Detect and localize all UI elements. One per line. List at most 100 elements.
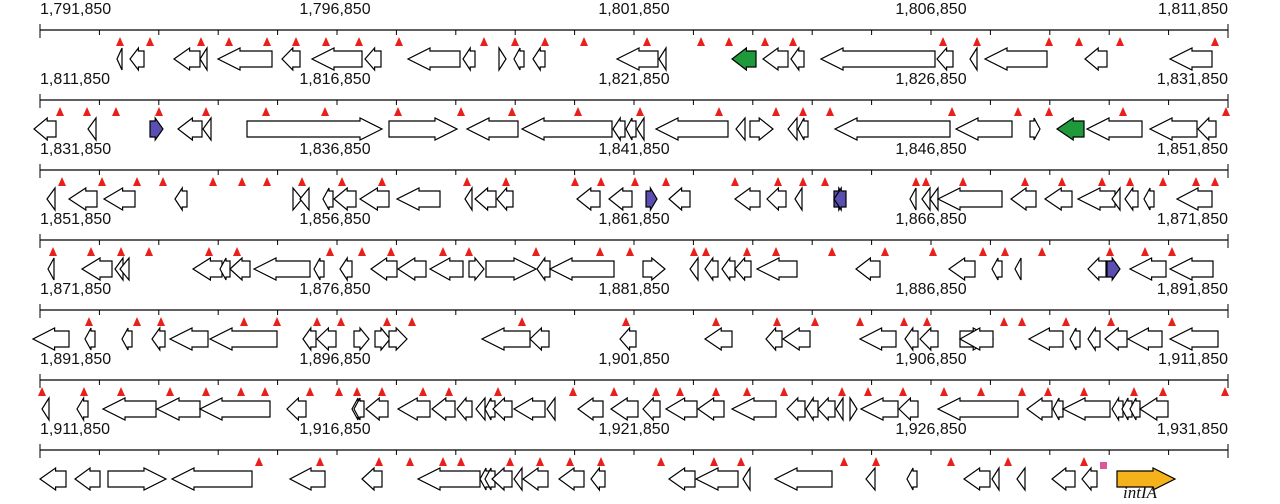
gene-arrow	[1029, 117, 1041, 141]
gene-arrow	[76, 395, 89, 423]
gene-arrow	[281, 46, 301, 72]
marker-triangle	[240, 317, 248, 326]
gene-arrow	[313, 257, 325, 281]
gene-arrow	[704, 256, 719, 282]
gene-arrow	[155, 397, 201, 421]
marker-triangle	[133, 317, 141, 326]
gene-arrow	[991, 257, 1003, 281]
gene-arrow	[909, 187, 917, 211]
gene-arrow	[642, 256, 666, 282]
green-gene-arrow	[731, 46, 757, 72]
marker-triangle	[322, 37, 330, 46]
coordinate-label: 1,791,850	[40, 1, 111, 18]
coordinate-label: 1,796,850	[299, 1, 370, 18]
gene-arrow	[1124, 186, 1139, 212]
marker-triangle	[117, 387, 125, 396]
gene-arrow	[1129, 397, 1141, 421]
marker-triangle	[394, 107, 402, 116]
gene-arrow	[67, 186, 98, 212]
gene-arrow	[170, 467, 253, 491]
gene-arrow	[1016, 466, 1026, 492]
gene-arrow	[576, 186, 601, 212]
marker-triangle	[840, 457, 848, 466]
marker-triangle	[541, 37, 549, 46]
gene-arrow	[84, 327, 96, 351]
coordinate-label: 1,916,850	[299, 421, 370, 438]
blue-gene-arrow	[149, 116, 164, 142]
gene-arrow	[921, 186, 931, 212]
gene-arrow	[116, 47, 123, 71]
gene-arrow	[374, 326, 391, 352]
gene-arrow	[1014, 257, 1022, 281]
marker-triangle	[233, 247, 241, 256]
gene-arrow	[80, 256, 113, 282]
coordinate-label: 1,851,850	[1157, 141, 1228, 158]
marker-triangle	[1058, 177, 1066, 186]
marker-triangle	[1018, 387, 1026, 396]
marker-triangle	[508, 107, 516, 116]
gene-arrow	[121, 327, 133, 351]
gene-arrow	[865, 466, 876, 492]
marker-triangle	[209, 177, 217, 186]
gene-arrow	[498, 45, 507, 73]
gene-arrow	[969, 45, 978, 73]
gene-arrow	[199, 45, 208, 73]
gene-arrow	[954, 117, 1013, 141]
marker-triangle	[98, 177, 106, 186]
marker-triangle	[225, 37, 233, 46]
marker-triangle	[457, 457, 465, 466]
gene-arrow	[286, 396, 307, 422]
gene-arrow	[1043, 186, 1073, 212]
marker-triangle	[948, 107, 956, 116]
gene-arrow	[1143, 187, 1155, 211]
gene-arrow	[609, 396, 639, 422]
gene-arrow	[849, 395, 858, 423]
gene-arrow	[431, 396, 456, 422]
gene-arrow	[73, 466, 101, 492]
marker-triangle	[202, 387, 210, 396]
gene-arrow	[694, 467, 739, 491]
gene-arrow	[246, 117, 384, 141]
gene-arrow	[416, 467, 481, 491]
marker-triangle	[899, 387, 907, 396]
marker-triangle	[112, 107, 120, 116]
gene-arrow	[947, 256, 976, 282]
marker-triangle	[49, 247, 57, 256]
gene-arrow	[773, 467, 833, 491]
gene-arrow	[532, 45, 546, 73]
coordinate-label: 1,856,850	[299, 211, 370, 228]
marker-triangle	[83, 107, 91, 116]
marker-triangle	[725, 37, 733, 46]
marker-triangle	[580, 37, 588, 46]
gene-arrow	[642, 396, 661, 422]
marker-triangle	[737, 457, 745, 466]
gene-arrow	[1009, 186, 1037, 212]
pink-marker	[1100, 462, 1107, 469]
gene-arrow	[833, 117, 951, 141]
gene-arrow	[898, 396, 919, 422]
marker-triangle	[1126, 177, 1134, 186]
gene-arrow	[703, 326, 733, 352]
marker-triangle	[610, 387, 618, 396]
marker-triangle	[202, 107, 210, 116]
gene-arrow	[31, 327, 70, 351]
gene-arrow	[557, 466, 585, 492]
gene-arrow	[41, 395, 50, 423]
gene-arrow	[1138, 396, 1169, 422]
marker-triangle	[977, 387, 985, 396]
gene-arrow	[358, 186, 390, 212]
gene-arrow	[1076, 187, 1116, 211]
marker-triangle	[408, 317, 416, 326]
coordinate-label: 1,806,850	[895, 1, 966, 18]
marker-triangle	[947, 457, 955, 466]
gene-arrow	[529, 326, 550, 352]
marker-triangle	[238, 177, 246, 186]
gene-arrow	[1052, 397, 1064, 421]
marker-triangle	[439, 457, 447, 466]
gene-arrow	[625, 117, 637, 141]
marker-triangle	[574, 107, 582, 116]
marker-triangle	[1021, 177, 1029, 186]
